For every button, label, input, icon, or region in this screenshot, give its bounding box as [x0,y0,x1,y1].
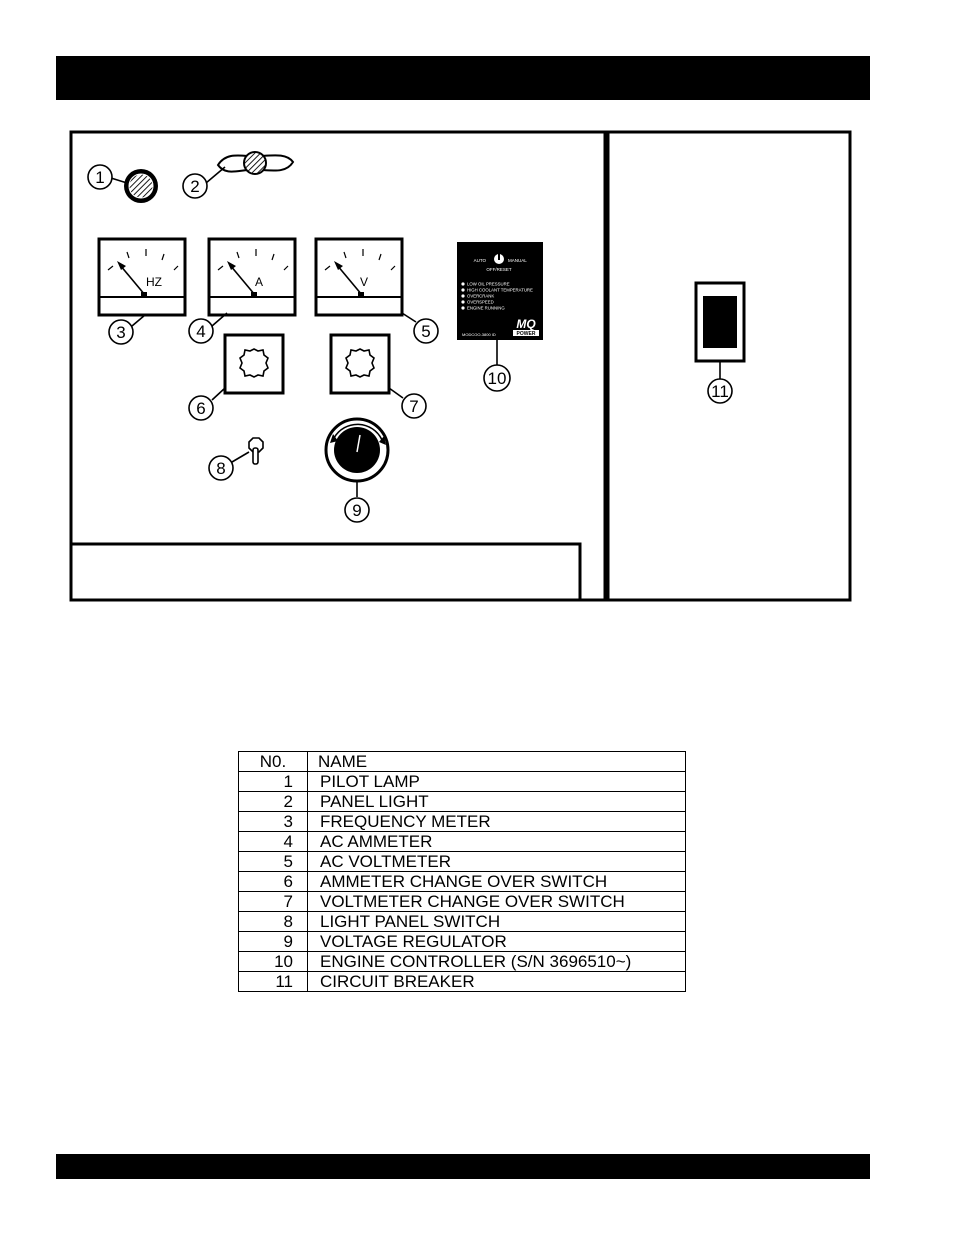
ec-mode-auto: AUTO [474,258,487,263]
control-panel-diagram: HZ A V [69,130,852,602]
ec-logo-sub: POWER [517,331,536,337]
callout-11: 11 [707,378,733,404]
callout-7: 7 [401,393,427,419]
svg-text:11: 11 [711,382,729,401]
ammeter-change-over-switch [223,333,285,395]
svg-text:6: 6 [196,399,205,418]
callout-2: 2 [182,173,208,199]
panel-light [216,151,295,175]
legend-name: AMMETER CHANGE OVER SWITCH [307,871,686,892]
svg-text:10: 10 [488,369,507,388]
legend-name: FREQUENCY METER [307,811,686,832]
ec-indicator-4: ENGINE RUNNING [467,306,505,311]
legend-name: VOLTMETER CHANGE OVER SWITCH [307,891,686,912]
svg-text:2: 2 [190,177,199,196]
legend-no: 1 [238,771,308,792]
ec-model-number: MODCOO-3800 ID [462,332,496,337]
legend-no: 4 [238,831,308,852]
svg-text:7: 7 [409,397,418,416]
footer-bar [56,1154,870,1179]
svg-text:1: 1 [95,168,104,187]
svg-text:4: 4 [196,322,205,341]
ac-ammeter: A [207,237,297,317]
voltmeter-label: V [360,275,368,289]
legend-name: AC VOLTMETER [307,851,686,872]
frequency-meter-label: HZ [146,275,162,289]
engine-controller: AUTO MANUAL OFF/RESET LOW OIL PRESSURE H… [457,242,543,340]
callout-8: 8 [208,455,234,481]
legend-header-name: NAME [307,751,686,772]
ac-voltmeter: V [314,237,404,317]
callout-5: 5 [413,318,439,344]
circuit-breaker [694,281,746,363]
ammeter-label: A [255,275,263,289]
ec-logo: MQ [516,317,536,331]
legend-no: 2 [238,791,308,812]
legend-no: 9 [238,931,308,952]
svg-text:9: 9 [352,501,361,520]
legend-no: 7 [238,891,308,912]
legend-header-row: N0. NAME [238,751,686,772]
callout-3: 3 [108,319,134,345]
ec-indicators: LOW OIL PRESSURE HIGH COOLANT TEMPERATUR… [461,282,533,311]
callout-10: 10 [483,364,511,392]
legend-name: PANEL LIGHT [307,791,686,812]
legend-name: ENGINE CONTROLLER (S/N 3696510~) [307,951,686,972]
ec-mode-off-reset: OFF/RESET [486,267,512,272]
ec-indicator-3: OVERSPEED [467,300,494,305]
callout-9: 9 [344,497,370,523]
legend-no: 10 [238,951,308,972]
legend-name: AC AMMETER [307,831,686,852]
legend-header-no: N0. [238,751,308,772]
ec-indicator-2: OVERCRANK [467,294,494,299]
svg-text:5: 5 [421,322,430,341]
ec-indicator-0: LOW OIL PRESSURE [467,282,510,287]
pilot-lamp [124,169,158,203]
legend-no: 5 [238,851,308,872]
legend-no: 6 [238,871,308,892]
callout-leaders [110,166,721,497]
voltmeter-change-over-switch [329,333,391,395]
ec-indicator-1: HIGH COOLANT TEMPERATURE [467,288,533,293]
svg-text:3: 3 [116,323,125,342]
callout-6: 6 [188,395,214,421]
legend-no: 8 [238,911,308,932]
legend-name: CIRCUIT BREAKER [307,971,686,992]
ec-mode-manual: MANUAL [508,258,527,263]
svg-text:8: 8 [216,459,225,478]
legend-name: PILOT LAMP [307,771,686,792]
legend-name: VOLTAGE REGULATOR [307,931,686,952]
breaker-panel-frame [606,130,852,602]
voltage-regulator [324,417,390,483]
callout-1: 1 [87,164,113,190]
legend-no: 11 [238,971,308,992]
header-bar [56,56,870,100]
callout-4: 4 [188,318,214,344]
light-panel-switch [248,437,264,465]
legend-no: 3 [238,811,308,832]
lower-panel-strip [69,542,582,602]
frequency-meter: HZ [97,237,187,317]
legend-name: LIGHT PANEL SWITCH [307,911,686,932]
